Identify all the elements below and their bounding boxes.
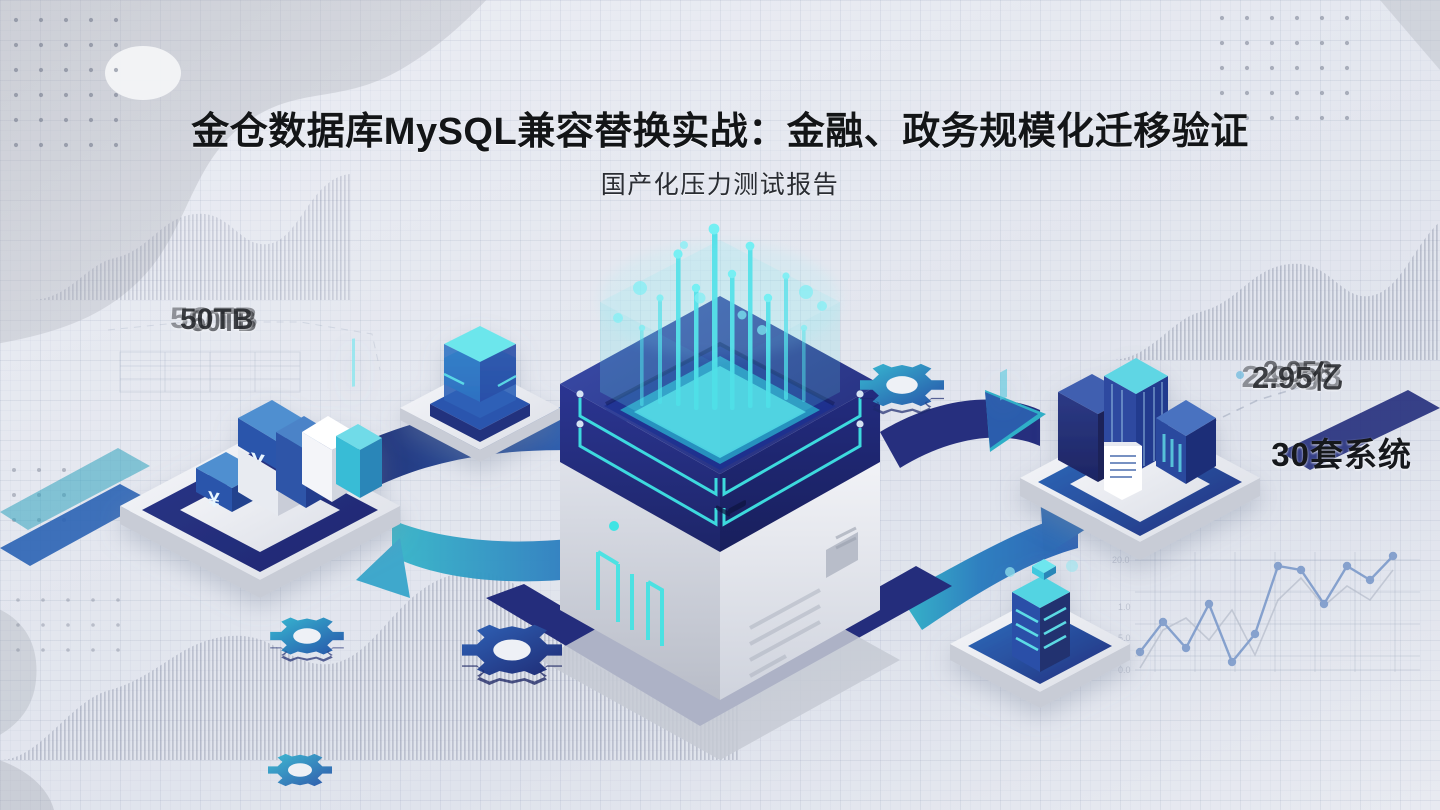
metric-label-right-ghost-a: 2.9万8 [1241, 359, 1342, 394]
datacenter-platform [950, 368, 1130, 708]
svg-text:20.0: 20.0 [1112, 555, 1130, 565]
metric-label-right: 2.9万8 2.958 2.95亿 [1241, 352, 1392, 400]
government-building-right [1156, 400, 1216, 484]
corner-wedge-top-right [1380, 0, 1440, 70]
metric-label-right-text: 2.95亿 [1252, 360, 1344, 395]
metric-label-left-ghost-b: 50TB [190, 305, 257, 338]
line-chart-bottom-right: 20.0 1.0 5.0 0.0 [1112, 551, 1420, 675]
svg-text:0.0: 0.0 [1118, 665, 1131, 675]
dot-grid-top-left [13, 17, 119, 148]
gear-bottom-left [270, 617, 344, 662]
metric-label-left-ghost-a: 5OTB [169, 302, 259, 335]
database-server [540, 223, 900, 760]
gear-corner-small [268, 753, 332, 787]
page-subtitle: 国产化压力测试报告 [600, 170, 840, 199]
financial-platform: ¥ ¥ [120, 338, 400, 598]
arrow-right-band [1280, 390, 1440, 470]
arrow-right-upper [880, 390, 1046, 468]
skyscraper-teal [336, 338, 382, 498]
system-count-badge: 30套系统 [1271, 436, 1412, 473]
blob-bottom-left [0, 609, 54, 810]
svg-text:¥: ¥ [208, 487, 220, 512]
government-platform [1020, 358, 1260, 560]
arrow-left-band [0, 448, 150, 566]
svg-text:1.0: 1.0 [1118, 602, 1131, 612]
database-cube-icon [430, 326, 530, 442]
metric-label-left: 5OTB 50TB 50TB [170, 302, 290, 349]
metric-label-left-text: 50TB [180, 303, 254, 336]
database-cube-platform [400, 326, 560, 462]
metric-label-right-ghost-b: 2.958 [1262, 354, 1333, 389]
title-block: 金仓数据库MySQL兼容替换实战：金融、政务规模化迁移验证 国产化压力测试报告 [0, 110, 1440, 201]
dot-grid-bottom-left [16, 598, 120, 652]
svg-text:5.0: 5.0 [1118, 633, 1131, 643]
leader-line-right [1195, 371, 1331, 431]
gear-top-right [860, 363, 944, 415]
dot-grid-top-right [1219, 15, 1350, 121]
page-title: 金仓数据库MySQL兼容替换实战：金融、政务规模化迁移验证 [191, 111, 1249, 153]
wire-panel-left [107, 321, 381, 393]
document-sheet [1104, 442, 1142, 500]
server-tower-icon [1000, 368, 1078, 672]
gear-bottom-center [462, 624, 562, 685]
